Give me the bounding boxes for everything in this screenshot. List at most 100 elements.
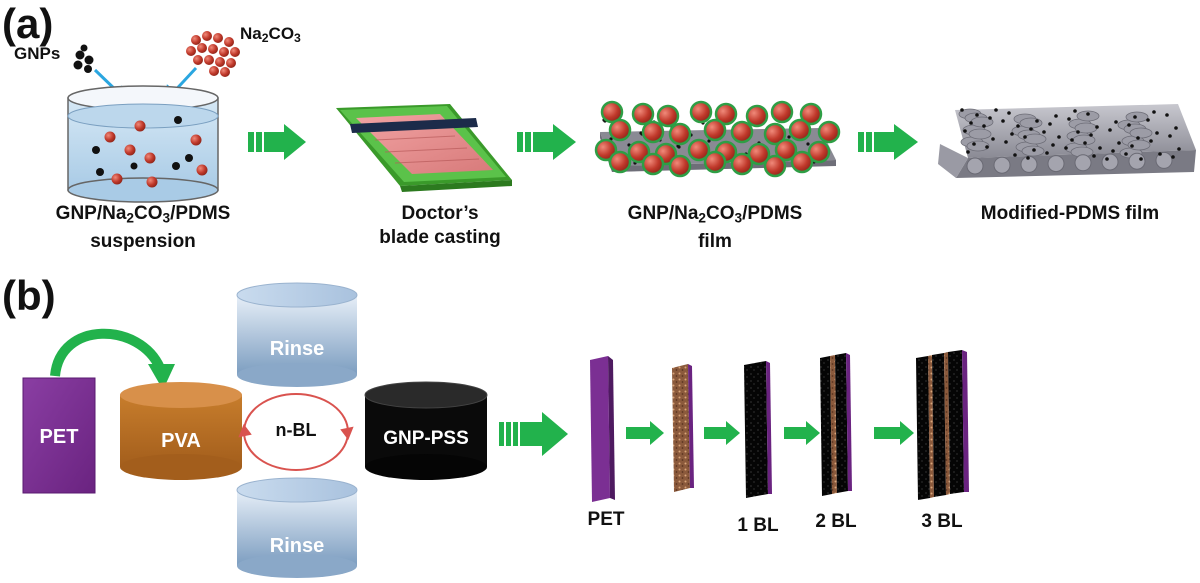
film-particle [774, 138, 798, 162]
cycle-label: n-BL [275, 420, 317, 440]
pva-cylinder [120, 382, 242, 480]
process-arrow [499, 412, 568, 456]
gnp-dot [1054, 114, 1058, 118]
gnp-dot [1048, 122, 1052, 126]
gnp-dot [1026, 156, 1030, 160]
gnp-dot [1023, 135, 1027, 139]
gnps-label: GNPs [14, 44, 61, 63]
modified-caption: Modified-PDMS film [980, 203, 1160, 224]
gnp-dot [1032, 148, 1036, 152]
casting-caption: Doctor’s blade casting [355, 202, 525, 250]
sheet-arrows [626, 421, 914, 445]
film-particle [641, 120, 665, 144]
gnp-dot [988, 116, 992, 120]
suspension-caption: GNP/Na2CO3/PDMS suspension [38, 202, 248, 254]
gnp-dot [1117, 141, 1121, 145]
pet-block [22, 377, 96, 494]
gnp-dot [1127, 123, 1131, 127]
bilayer-3-sheet [916, 350, 969, 500]
gnp-dot [1177, 147, 1181, 151]
film-particle [763, 154, 787, 178]
gnp-dot [1149, 139, 1153, 143]
film-particle [745, 104, 769, 128]
gnp-dot [1158, 152, 1162, 156]
film-particle [799, 102, 823, 126]
film-particle [689, 100, 713, 124]
film-dot [677, 145, 681, 149]
gnp-dot [966, 150, 970, 154]
gnp-dot [1098, 146, 1102, 150]
film-particle [788, 118, 812, 142]
step-arrow-3 [858, 124, 918, 160]
gnp-dot [1073, 109, 1077, 113]
petri-dish-icon [67, 85, 219, 203]
film-dot [787, 135, 791, 139]
gnp-dot [1152, 110, 1156, 114]
film-caption-line1: GNP/Na2CO3/PDMS [627, 203, 803, 226]
gnp-dot [1076, 130, 1080, 134]
film-particle [631, 102, 655, 126]
gnp-dots-icon [73, 44, 94, 73]
gnp-dot [1155, 131, 1159, 135]
film-particle [703, 118, 727, 142]
pore [1076, 110, 1100, 122]
gnp-dot [1168, 134, 1172, 138]
gnp-dot [1092, 154, 1096, 158]
gnp-dot [985, 145, 989, 149]
film-particle [627, 140, 651, 164]
gnp-dot [1051, 143, 1055, 147]
pet-label: PET [39, 426, 79, 448]
cycle-arrow-icon [238, 393, 354, 471]
rinse-bottom-label: Rinse [269, 535, 325, 557]
seq-label-pet: PET [587, 509, 625, 530]
gnp-dot [1029, 127, 1033, 131]
na2co3-label: Na2CO3 [240, 24, 301, 46]
film-caption: GNP/Na2CO3/PDMS film [610, 202, 820, 254]
gnp-dot [1001, 119, 1005, 123]
suspension-caption-line2: suspension [90, 231, 196, 253]
film-dot [806, 142, 810, 146]
rinse-top-cylinder [236, 282, 358, 387]
film-particle [807, 140, 831, 164]
film-particle [668, 122, 692, 146]
gnp-dot [1045, 151, 1049, 155]
gnp-dot [1007, 111, 1011, 115]
gnp-pss-label: GNP-PSS [383, 428, 469, 449]
gnp-dot [972, 142, 976, 146]
edge-pore [1128, 152, 1146, 170]
film-caption-line2: film [698, 231, 732, 253]
gnp-dot [1114, 120, 1118, 124]
gnp-dot [1035, 119, 1039, 123]
film-particle [703, 150, 727, 174]
gnp-dot [963, 129, 967, 133]
edge-pore [1020, 155, 1038, 173]
transfer-arrow [50, 328, 175, 390]
film-particle [714, 102, 738, 126]
porous-film-icon [938, 104, 1196, 178]
casting-caption-line2: blade casting [379, 227, 501, 248]
film-particle [641, 152, 665, 176]
pore [968, 128, 992, 140]
gnp-dot [1064, 146, 1068, 150]
gnp-dot [1133, 115, 1137, 119]
bilayer-1-sheet [744, 361, 772, 498]
edge-pore [966, 157, 984, 175]
gnp-dot [1139, 157, 1143, 161]
gnp-dot [1042, 130, 1046, 134]
pva-coated-sheet [672, 364, 694, 492]
film-particle [608, 150, 632, 174]
film-particle [687, 138, 711, 162]
gnp-dot [1124, 152, 1128, 156]
panel-a-label: (a) [2, 0, 54, 47]
film-particle [730, 120, 754, 144]
gnp-dot [1111, 149, 1115, 153]
gnp-dot [1165, 113, 1169, 117]
rinse-bottom-cylinder [236, 477, 358, 578]
gnp-dot [975, 113, 979, 117]
panel-b-label: (b) [2, 272, 56, 319]
gnp-dot [982, 124, 986, 128]
edge-pore [1074, 154, 1092, 172]
pore [1125, 111, 1149, 123]
pore [1127, 139, 1151, 151]
